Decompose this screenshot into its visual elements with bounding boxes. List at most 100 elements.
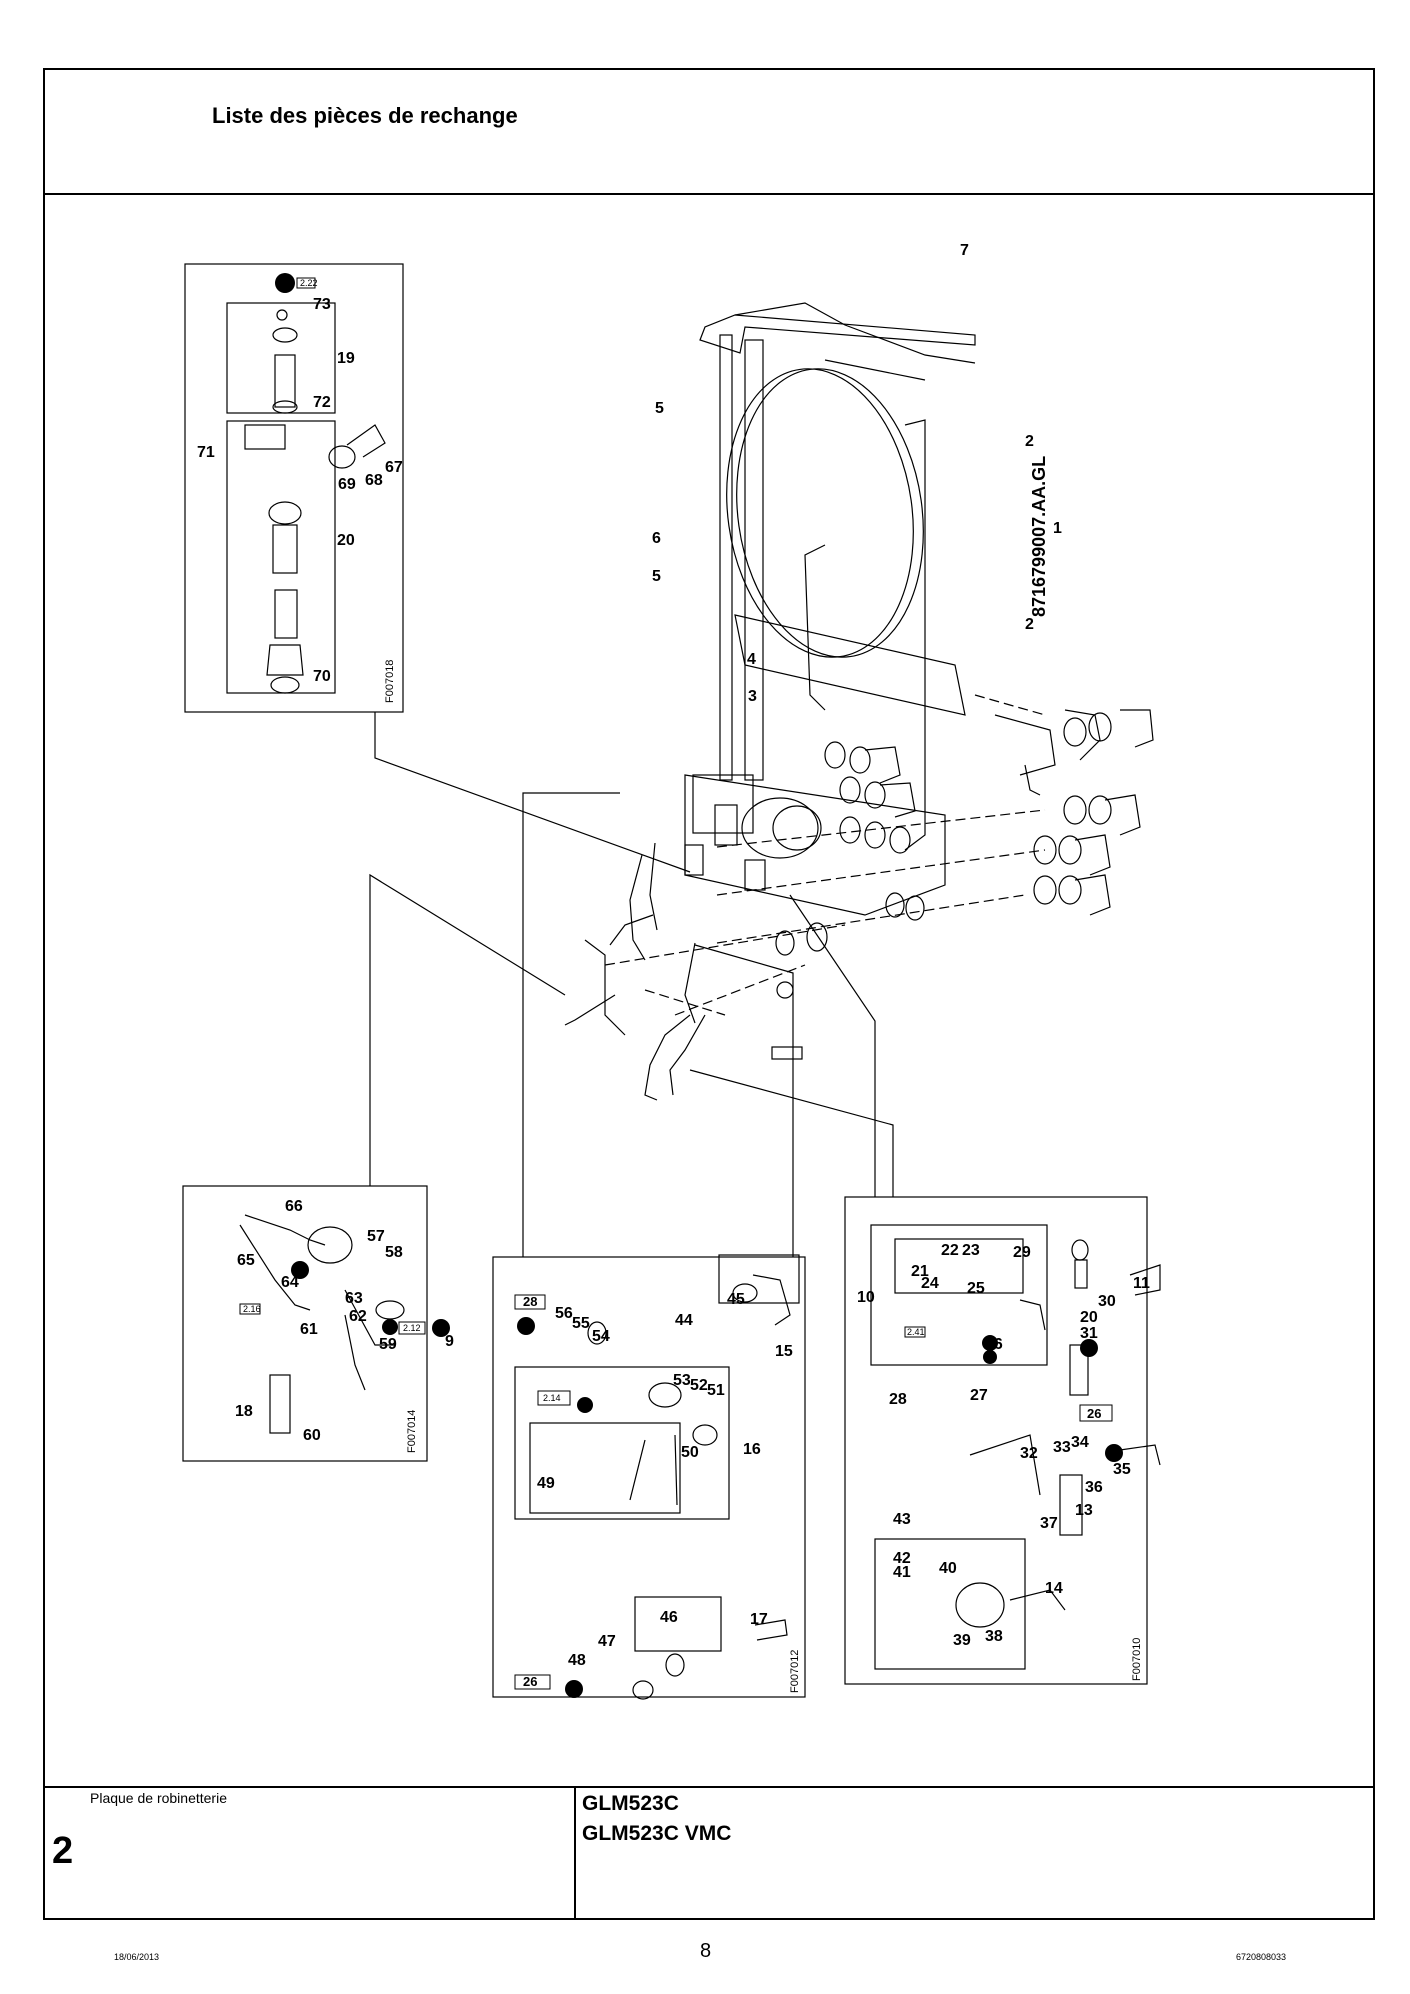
svg-text:50: 50 — [681, 1444, 699, 1461]
ref-tag-2-22 — [296, 277, 316, 289]
svg-text:57: 57 — [367, 1228, 385, 1245]
page-title: Liste des pièces de rechange — [212, 103, 518, 128]
box-subgroup-20 — [226, 420, 336, 694]
drawing-reference: 8716799007.AA.GL — [1029, 456, 1049, 617]
svg-text:19: 19 — [337, 350, 355, 367]
box-subgroup-14 — [874, 1538, 1026, 1670]
svg-text:3: 3 — [748, 688, 757, 705]
svg-text:16: 16 — [743, 1441, 761, 1458]
svg-text:22: 22 — [941, 1242, 959, 1259]
svg-text:63: 63 — [345, 1290, 363, 1307]
svg-text:7: 7 — [960, 242, 969, 259]
svg-text:73: 73 — [313, 296, 331, 313]
svg-text:67: 67 — [385, 459, 403, 476]
svg-text:2.14: 2.14 — [543, 1393, 561, 1403]
svg-text:64: 64 — [281, 1274, 299, 1291]
svg-text:34: 34 — [1071, 1434, 1089, 1451]
svg-text:33: 33 — [1053, 1439, 1071, 1456]
ref-tag-2-16 — [239, 1303, 261, 1315]
svg-text:28: 28 — [523, 1294, 537, 1309]
footer-description: Plaque de robinetterie — [90, 1790, 227, 1806]
svg-text:2.22: 2.22 — [300, 278, 318, 288]
ref-tag-28 — [514, 1294, 546, 1310]
svg-text:26: 26 — [985, 1336, 1003, 1353]
svg-text:5: 5 — [652, 568, 661, 585]
ref-tag-26-right — [1079, 1404, 1113, 1422]
svg-text:4: 4 — [747, 651, 756, 668]
box-subgroup-15 — [718, 1254, 800, 1304]
svg-text:56: 56 — [555, 1305, 573, 1322]
svg-text:F007014: F007014 — [406, 1410, 418, 1453]
box-subgroup-50 — [529, 1422, 681, 1514]
svg-text:26: 26 — [523, 1674, 537, 1689]
svg-text:38: 38 — [985, 1628, 1003, 1645]
ref-tag-26-mid — [514, 1674, 551, 1690]
svg-text:2: 2 — [1025, 616, 1034, 633]
box-fill-assembly-left — [182, 1185, 428, 1462]
svg-text:59: 59 — [379, 1336, 397, 1353]
svg-text:58: 58 — [385, 1244, 403, 1261]
svg-text:20: 20 — [337, 532, 355, 549]
svg-text:6: 6 — [652, 530, 661, 547]
svg-text:14: 14 — [1045, 1580, 1063, 1597]
svg-text:61: 61 — [300, 1321, 318, 1338]
svg-text:35: 35 — [1113, 1461, 1131, 1478]
box-subgroup-16 — [514, 1366, 730, 1520]
svg-text:65: 65 — [237, 1252, 255, 1269]
svg-text:13: 13 — [1075, 1502, 1093, 1519]
svg-text:54: 54 — [592, 1328, 610, 1345]
svg-text:55: 55 — [572, 1315, 590, 1332]
ref-tag-2-41 — [904, 1326, 926, 1338]
svg-text:45: 45 — [727, 1291, 745, 1308]
box-subgroup-29 — [894, 1238, 1024, 1294]
svg-text:11: 11 — [1133, 1275, 1150, 1292]
model-name-2: GLM523C VMC — [582, 1822, 732, 1845]
svg-text:70: 70 — [313, 668, 331, 685]
svg-text:F007010: F007010 — [1131, 1638, 1143, 1681]
svg-text:42: 42 — [893, 1550, 911, 1567]
svg-text:71: 71 — [197, 444, 215, 461]
svg-text:41: 41 — [893, 1564, 911, 1581]
svg-text:62: 62 — [349, 1308, 367, 1325]
svg-text:20: 20 — [1080, 1309, 1098, 1326]
model-name-1: GLM523C — [582, 1792, 679, 1815]
svg-text:15: 15 — [775, 1343, 793, 1360]
svg-text:18: 18 — [235, 1403, 253, 1420]
svg-text:1: 1 — [1053, 520, 1062, 537]
document-reference: 6720808033 — [1236, 1952, 1287, 1962]
svg-text:47: 47 — [598, 1633, 616, 1650]
page-number: 8 — [700, 1940, 712, 1962]
svg-text:F007018: F007018 — [384, 660, 396, 703]
svg-text:2.12: 2.12 — [403, 1323, 421, 1333]
box-subgroup-17 — [634, 1596, 722, 1652]
section-number: 2 — [52, 1830, 74, 1872]
svg-text:72: 72 — [313, 394, 331, 411]
svg-text:17: 17 — [750, 1611, 768, 1628]
box-subgroup-21 — [870, 1224, 1048, 1366]
svg-text:21: 21 — [911, 1263, 929, 1280]
footer-separator — [43, 1786, 1375, 1788]
svg-text:66: 66 — [285, 1198, 303, 1215]
svg-text:51: 51 — [707, 1382, 725, 1399]
box-valve-assembly-top-left — [184, 263, 404, 713]
svg-text:39: 39 — [953, 1632, 971, 1649]
svg-text:23: 23 — [962, 1242, 980, 1259]
print-date: 18/06/2013 — [114, 1952, 160, 1962]
svg-text:29: 29 — [1013, 1244, 1031, 1261]
svg-text:37: 37 — [1040, 1515, 1058, 1532]
svg-text:9: 9 — [445, 1333, 454, 1350]
page-frame — [43, 68, 1375, 1920]
footer-column-separator — [574, 1786, 576, 1920]
ref-tag-2-14 — [537, 1390, 571, 1406]
svg-text:26: 26 — [1087, 1406, 1101, 1421]
svg-text:49: 49 — [537, 1475, 555, 1492]
svg-text:2: 2 — [1025, 433, 1034, 450]
svg-text:43: 43 — [893, 1511, 911, 1528]
svg-text:44: 44 — [675, 1312, 693, 1329]
svg-text:40: 40 — [939, 1560, 957, 1577]
svg-text:30: 30 — [1098, 1293, 1116, 1310]
svg-text:2.41: 2.41 — [907, 1327, 925, 1337]
svg-text:36: 36 — [1085, 1479, 1103, 1496]
svg-text:60: 60 — [303, 1427, 321, 1444]
